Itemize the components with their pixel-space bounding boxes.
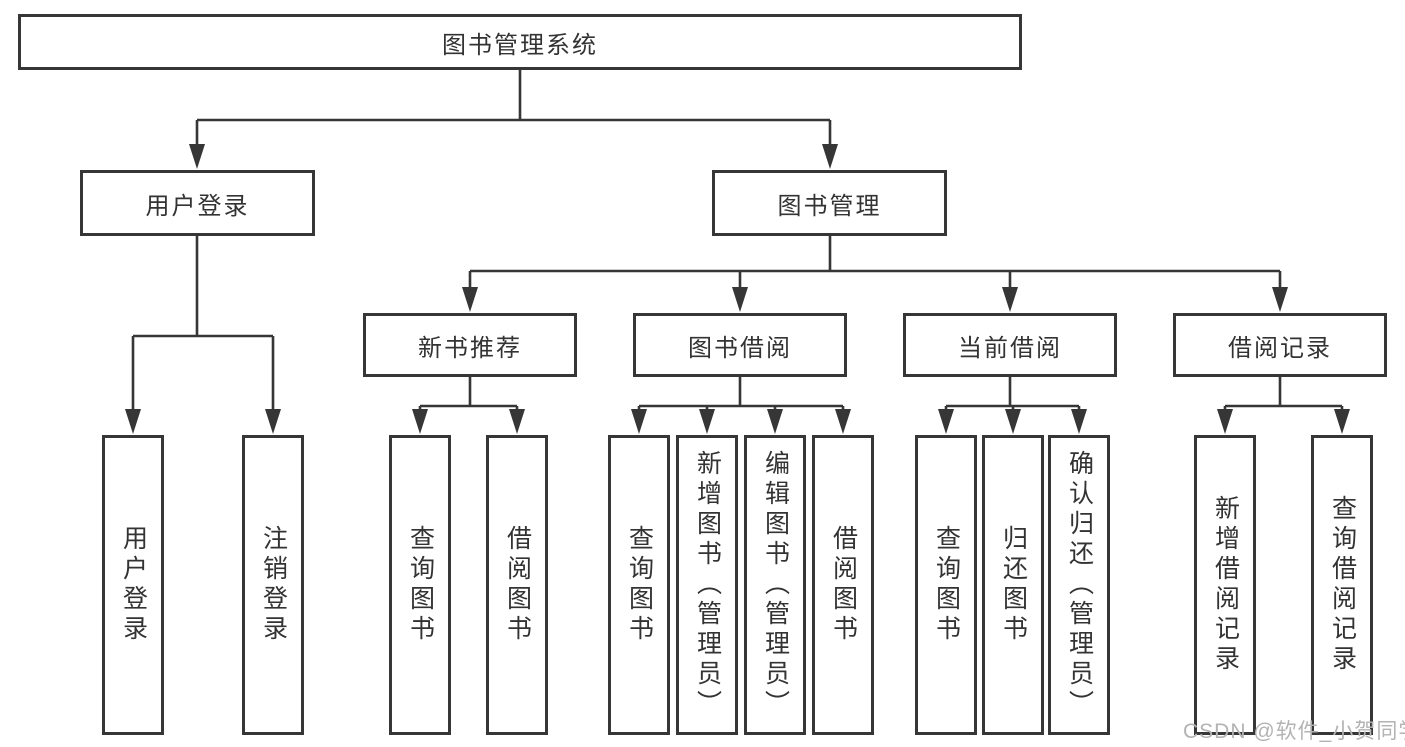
node-label: 确认归还（管理员）: [1065, 450, 1094, 720]
node-leaf-user-login: 用户登录: [102, 435, 164, 735]
node-label: 编辑图书（管理员）: [761, 450, 790, 720]
node-label: 新增借阅记录: [1211, 495, 1240, 675]
node-label: 查询图书: [406, 525, 435, 645]
node-label: 借阅记录: [1228, 334, 1332, 362]
node-leaf-logout: 注销登录: [242, 435, 304, 735]
node-label: 借阅图书: [829, 525, 858, 645]
node-leaf-query-borrow-record: 查询借阅记录: [1311, 435, 1373, 735]
node-label: 用户登录: [145, 192, 250, 220]
node-label: 新增图书（管理员）: [693, 450, 722, 720]
node-label: 归还图书: [999, 525, 1028, 645]
watermark-text: CSDN @软件_小贺同学: [1183, 720, 1405, 743]
node-label: 图书管理: [777, 192, 882, 220]
node-leaf-edit-books-admin: 编辑图书（管理员）: [744, 435, 806, 735]
node-new-book-recommend: 新书推荐: [363, 313, 577, 377]
node-user-login: 用户登录: [80, 170, 315, 236]
node-borrow-records: 借阅记录: [1173, 313, 1387, 377]
node-leaf-query-books-borrow: 查询图书: [608, 435, 670, 735]
node-current-borrow: 当前借阅: [903, 313, 1117, 377]
node-leaf-add-borrow-record: 新增借阅记录: [1194, 435, 1256, 735]
connector-shafts: [131, 70, 1344, 411]
arrowhead-markers: [125, 144, 1350, 434]
node-label: 图书管理系统: [442, 31, 598, 59]
node-leaf-borrow-books-recommend: 借阅图书: [486, 435, 548, 735]
node-leaf-confirm-return-admin: 确认归还（管理员）: [1048, 435, 1110, 735]
node-book-borrow: 图书借阅: [633, 313, 847, 377]
node-label: 查询借阅记录: [1328, 495, 1357, 675]
node-library-management-system: 图书管理系统: [18, 14, 1022, 70]
node-label: 查询图书: [625, 525, 654, 645]
node-label: 查询图书: [932, 525, 961, 645]
node-label: 图书借阅: [688, 334, 792, 362]
node-leaf-add-books-admin: 新增图书（管理员）: [676, 435, 738, 735]
node-leaf-query-books-current: 查询图书: [915, 435, 977, 735]
node-leaf-return-books: 归还图书: [982, 435, 1044, 735]
node-label: 用户登录: [119, 525, 148, 645]
node-label: 注销登录: [259, 525, 288, 645]
node-label: 新书推荐: [418, 334, 522, 362]
node-label: 借阅图书: [503, 525, 532, 645]
node-book-management: 图书管理: [712, 170, 947, 236]
node-leaf-borrow-books: 借阅图书: [812, 435, 874, 735]
node-leaf-query-books-recommend: 查询图书: [389, 435, 451, 735]
node-label: 当前借阅: [958, 334, 1062, 362]
